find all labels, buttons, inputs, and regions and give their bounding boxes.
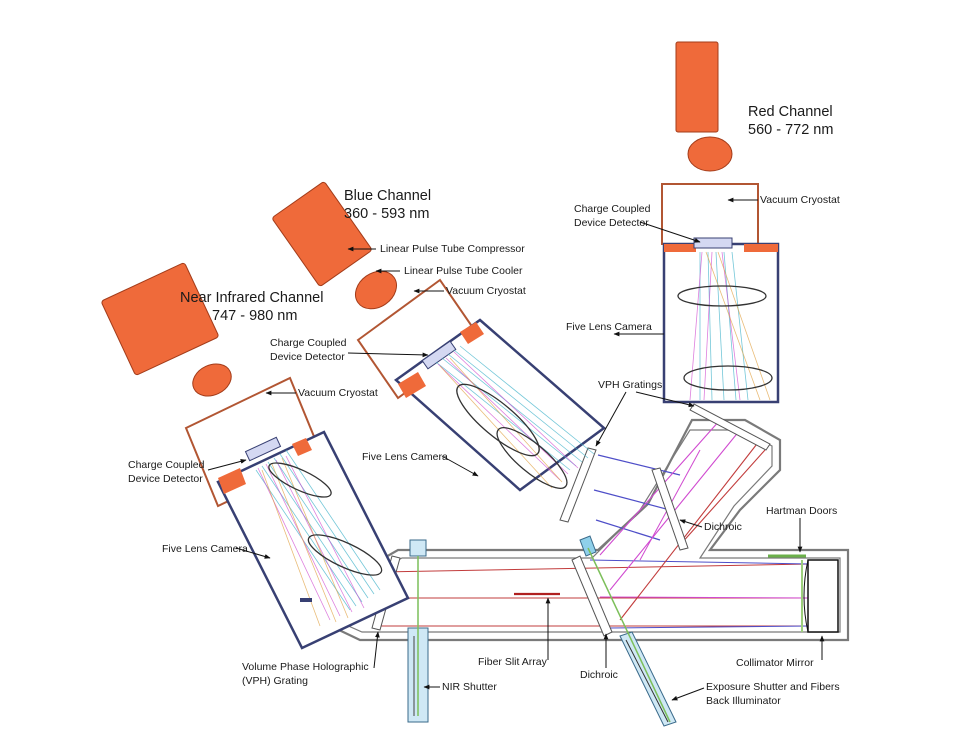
optical-bench [316,418,850,642]
nir-camera-label: Five Lens Camera [162,543,248,555]
leader-arrows [207,197,825,701]
blue-camera-label: Five Lens Camera [362,451,448,463]
red-cryostat-label: Vacuum Cryostat [760,194,840,206]
blue-ccd-label-1: Charge Coupled [270,337,347,349]
vph-gratings-label: VPH Gratings [598,379,662,391]
nir-cryostat-label: Vacuum Cryostat [298,387,378,399]
dichroic-lower-label: Dichroic [580,669,618,681]
blue-cooler-label: Linear Pulse Tube Cooler [404,265,523,277]
hartman-doors-label: Hartman Doors [766,505,837,517]
red-ccd-label-1: Charge Coupled [574,203,651,215]
exposure-shutter-label-1: Exposure Shutter and Fibers [706,681,840,693]
blue-cryostat-label: Vacuum Cryostat [446,285,526,297]
nir-channel-range: 747 - 980 nm [212,308,297,324]
red-camera-label: Five Lens Camera [566,321,652,333]
blue-channel [272,181,606,492]
exposure-shutter-tube [579,535,677,727]
vph-grating-label-1: Volume Phase Holographic [242,661,369,673]
dichroic-upper-label: Dichroic [704,521,742,533]
collimator-label: Collimator Mirror [736,657,814,669]
nir-ccd-label-2: Device Detector [128,473,203,485]
blue-channel-range: 360 - 593 nm [344,206,429,222]
red-channel-range: 560 - 772 nm [748,122,833,138]
blue-channel-title: Blue Channel [344,188,431,204]
nir-channel [101,262,410,650]
exposure-shutter-label-2: Back Illuminator [706,695,781,707]
fiber-slit-label: Fiber Slit Array [478,656,548,668]
hartman-doors [768,554,806,632]
collimator-mirror [803,559,839,633]
nir-shutter-label: NIR Shutter [442,681,497,693]
nir-ccd-label-1: Charge Coupled [128,459,205,471]
nir-channel-title: Near Infrared Channel [180,290,323,306]
red-ccd-label-2: Device Detector [574,217,649,229]
nir-shutter [407,539,429,723]
blue-ccd-label-2: Device Detector [270,351,345,363]
red-channel [661,41,780,404]
blue-compressor-label: Linear Pulse Tube Compressor [380,243,525,255]
vph-grating-label-2: (VPH) Grating [242,675,308,687]
red-channel-title: Red Channel [748,104,833,120]
dichroic-lower [571,555,613,637]
vph-grating-blue [559,447,597,523]
dichroic-upper [651,467,689,551]
